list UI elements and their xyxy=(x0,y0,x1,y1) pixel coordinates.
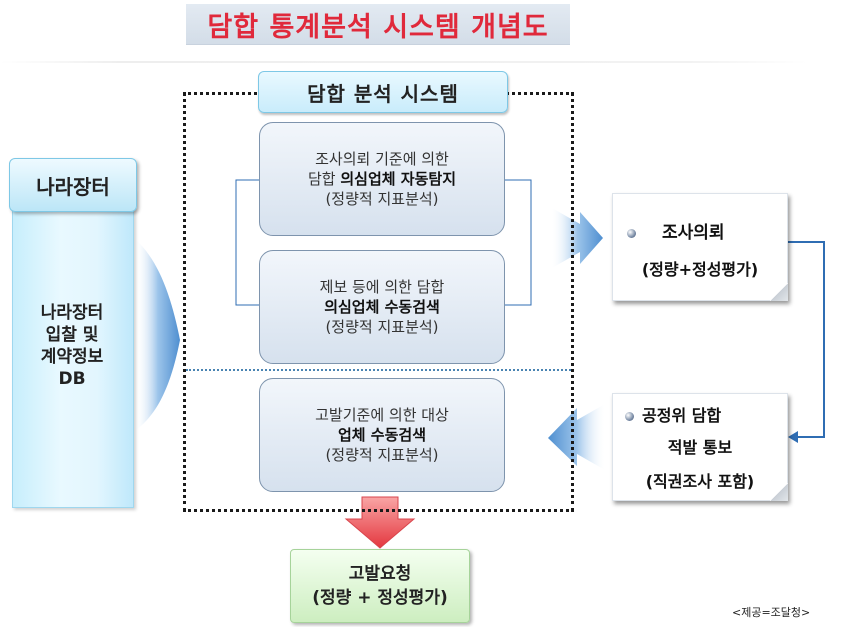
narajangteo-db-text: 나라장터 입찰 및 계약정보 DB xyxy=(12,302,132,390)
detection-notice-line1-row: 공정위 담합 xyxy=(625,402,721,426)
auto-detection-line1: 조사의뢰 기준에 의한 xyxy=(315,150,449,168)
investigation-request-title-row: 조사의뢰 xyxy=(627,218,725,243)
investigation-request-title: 조사의뢰 xyxy=(662,223,725,243)
bullet-icon xyxy=(625,412,634,421)
charge-search-line3: (정량적 지표분석) xyxy=(325,446,439,464)
db-line-1: 나라장터 xyxy=(40,303,104,323)
request-to-notice-arrowhead xyxy=(788,431,798,443)
charge-search-line1: 고발기준에 의한 대상 xyxy=(315,406,449,424)
auto-detection-line2: 담합 의심업체 자동탐지 xyxy=(308,169,456,189)
narajangteo-db-panel xyxy=(12,190,134,508)
complaint-request-box: 고발요청 (정량 + 정성평가) xyxy=(290,549,470,623)
investigation-request-subtitle: (정량+정성평가) xyxy=(641,260,759,279)
tip-search-emphasis: 의심업체 수동검색 xyxy=(324,298,440,316)
tip-search-line2: 의심업체 수동검색 xyxy=(324,297,440,317)
charge-search-box: 고발기준에 의한 대상 업체 수동검색 (정량적 지표분석) xyxy=(259,378,505,492)
system-to-request-arrow xyxy=(552,208,603,268)
complaint-request-line2: (정량 + 정성평가) xyxy=(312,588,448,608)
tip-search-box: 제보 등에 의한 담합 의심업체 수동검색 (정량적 지표분석) xyxy=(259,250,505,364)
db-to-system-arrow xyxy=(136,240,180,430)
detection-notice-line1: 공정위 담합 xyxy=(642,406,722,425)
db-line-2: 입찰 및 xyxy=(45,325,99,345)
narajangteo-label: 나라장터 xyxy=(9,158,137,212)
page-fold-icon xyxy=(770,483,788,501)
detection-notice-line3: (직권조사 포함) xyxy=(645,472,755,491)
tip-search-line1: 제보 등에 의한 담합 xyxy=(319,278,445,296)
diagram-title: 담합 통계분석 시스템 개념도 xyxy=(186,4,570,45)
notice-to-system-arrow xyxy=(548,404,605,470)
process-bracket-right xyxy=(505,179,532,306)
auto-detection-prefix: 담합 xyxy=(308,170,341,188)
bullet-icon xyxy=(627,228,636,238)
auto-detection-line3: (정량적 지표분석) xyxy=(325,190,439,208)
detection-notice-note: 공정위 담합 적발 통보 (직권조사 포함) xyxy=(612,393,788,501)
detection-notice-line2: 적발 통보 xyxy=(667,438,733,457)
auto-detection-emphasis: 의심업체 자동탐지 xyxy=(340,170,456,188)
process-bracket-left xyxy=(235,179,259,306)
db-line-3: 계약정보 xyxy=(40,347,104,367)
page-fold-icon xyxy=(770,283,788,301)
db-line-4: DB xyxy=(58,369,86,389)
title-divider xyxy=(0,61,808,63)
charge-search-line2: 업체 수동검색 xyxy=(338,425,426,445)
source-credit: <제공=조달청> xyxy=(732,606,811,619)
request-to-notice-connector xyxy=(788,241,825,438)
analysis-system-label: 담합 분석 시스템 xyxy=(258,71,508,113)
tip-search-line3: (정량적 지표분석) xyxy=(325,318,439,336)
investigation-request-note: 조사의뢰 (정량+정성평가) xyxy=(612,193,788,301)
auto-detection-box: 조사의뢰 기준에 의한 담합 의심업체 자동탐지 (정량적 지표분석) xyxy=(259,122,505,236)
complaint-request-line1: 고발요청 xyxy=(348,564,412,584)
system-divider xyxy=(186,369,571,371)
charge-search-emphasis: 업체 수동검색 xyxy=(337,426,427,444)
